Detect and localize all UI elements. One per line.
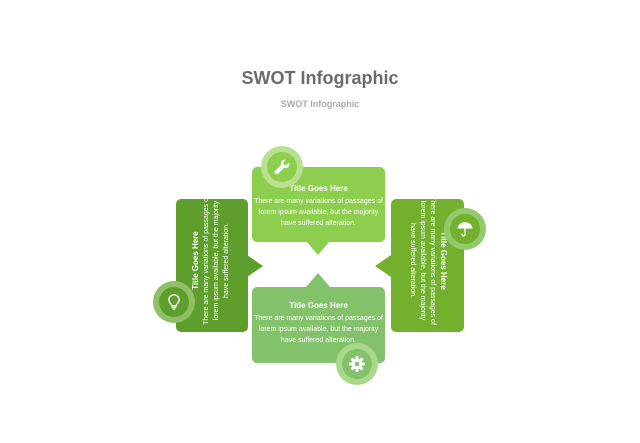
gear-icon [349,356,365,372]
bottom-badge-core [342,349,372,379]
top-panel-pointer [306,241,330,255]
lightbulb-icon [168,294,180,310]
bottom-panel-pointer [306,273,330,287]
top-panel-body: There are many variations of passages of… [254,198,383,227]
right-badge [444,208,486,250]
left-badge [153,281,195,323]
right-badge-core [450,214,480,244]
top-panel-title: Title Goes Here [289,184,348,193]
right-panel-pointer [375,255,391,277]
right-panel-content: Title Goes Here There are many variation… [407,194,448,327]
right-panel-body: There are many variations of passages of… [409,196,436,325]
left-panel-body: There are many variations of passages of… [203,196,230,325]
bottom-badge [336,343,378,385]
left-panel-pointer [247,255,263,277]
top-panel-content: Title Goes Here There are many variation… [252,183,385,229]
umbrella-icon [457,222,473,237]
right-panel-title: Title Goes Here [439,231,448,290]
top-badge [261,146,303,188]
bottom-panel-title: Title Goes Here [289,301,348,310]
bottom-panel-content: Title Goes Here There are many variation… [252,300,385,346]
left-panel-content: Title Goes Here There are many variation… [191,194,232,327]
page-subtitle: SWOT Infographic [280,99,360,109]
bottom-panel-body: There are many variations of passages of… [254,315,383,344]
left-badge-core [159,287,189,317]
top-badge-core [267,152,297,182]
page-title: SWOT Infographic [241,68,399,88]
wrench-icon [274,159,290,175]
